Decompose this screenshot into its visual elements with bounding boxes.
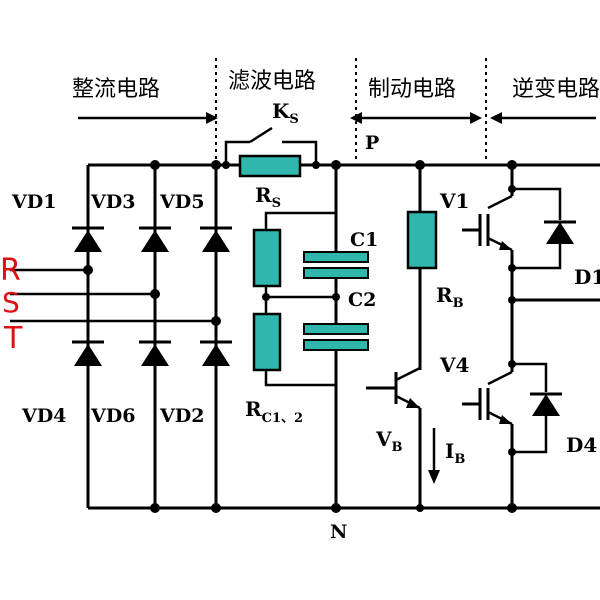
diode-vd4-symbol xyxy=(72,340,104,366)
vd4-label: VD4 xyxy=(21,405,66,427)
resistor-rc1 xyxy=(252,228,282,288)
ib-label: IB xyxy=(445,439,465,467)
vd2-label: VD2 xyxy=(159,405,204,427)
diode-d4-symbol xyxy=(530,392,562,416)
rectifier-bridge: VD1 VD3 VD5 VD4 VD6 VD2 R S T xyxy=(0,160,232,513)
vd5-label: VD5 xyxy=(159,191,204,213)
rb-label: RB xyxy=(436,283,464,311)
c1-label: C1 xyxy=(350,229,378,251)
section-headers: 整流电路 滤波电路 制动电路 逆变电路 xyxy=(72,58,600,160)
diode-vd3-symbol xyxy=(139,226,171,252)
section-inverter-label: 逆变电路 xyxy=(512,77,600,102)
phase-r-label: R xyxy=(0,253,21,288)
d4-label: D4 xyxy=(566,433,597,457)
section-rectifier-label: 整流电路 xyxy=(72,77,160,102)
d1-label: D1 xyxy=(574,265,600,289)
ks-label: KS xyxy=(272,99,299,127)
vd1-label: VD1 xyxy=(11,191,56,213)
section-braking-label: 制动电路 xyxy=(368,77,456,102)
v1-label: V1 xyxy=(439,189,469,213)
resistor-rb xyxy=(406,210,438,270)
node-p-label: P xyxy=(365,132,379,154)
vd3-label: VD3 xyxy=(90,191,135,213)
capacitor-c1-plate-top xyxy=(303,251,369,263)
diode-vd5-symbol xyxy=(200,226,232,252)
diode-d1-symbol xyxy=(544,220,576,244)
capacitor-c1-plate-bottom xyxy=(303,267,369,279)
capacitor-c2-plate-bottom xyxy=(303,339,369,351)
switch-ks-symbol xyxy=(249,126,273,144)
node-n-label: N xyxy=(330,521,347,543)
inverter-circuit: V1 V4 D1 D4 xyxy=(439,160,600,513)
filter-circuit: KS RS C1 C2 RC1、2 xyxy=(222,99,378,513)
diode-vd6-symbol xyxy=(139,340,171,366)
diode-vd2-symbol xyxy=(200,340,232,366)
rs-label: RS xyxy=(255,183,281,211)
vb-label: VB xyxy=(375,427,403,455)
phase-s-label: S xyxy=(2,286,20,319)
c2-label: C2 xyxy=(348,289,376,311)
phase-t-label: T xyxy=(3,321,23,356)
resistor-rs xyxy=(238,154,302,178)
capacitor-c2-plate-top xyxy=(303,323,369,335)
v4-label: V4 xyxy=(439,353,470,377)
resistor-rc2 xyxy=(252,312,282,372)
braking-circuit: RB VB IB xyxy=(366,160,465,512)
diode-vd1-symbol xyxy=(72,226,104,252)
section-filter-label: 滤波电路 xyxy=(228,69,316,94)
rc-label: RC1、2 xyxy=(245,397,303,426)
vd6-label: VD6 xyxy=(90,405,135,427)
